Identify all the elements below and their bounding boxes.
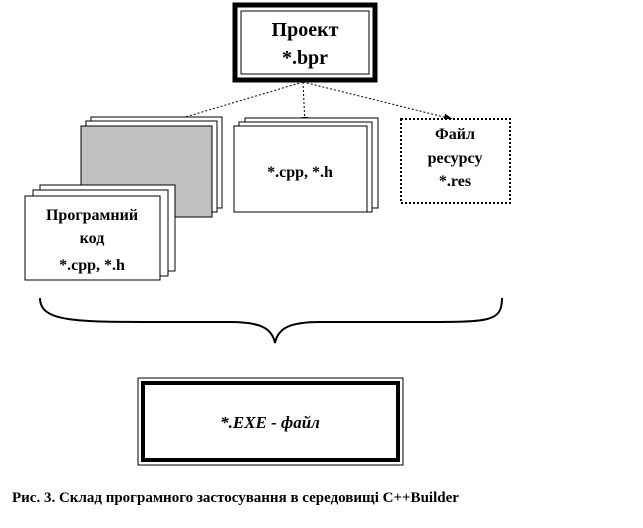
curly-brace	[39, 297, 503, 344]
program-code-line1: Програмний	[46, 207, 138, 224]
cpp-front-sheet	[233, 125, 368, 213]
resource-line3: *.res	[439, 173, 471, 190]
cpp-label: *.cpp, *.h	[267, 164, 333, 181]
figure-caption: Рис. 3. Склад програмного застосування в…	[12, 490, 459, 506]
resource-line2: ресурсу	[428, 150, 483, 167]
arrow-to-cpp	[301, 81, 309, 126]
program-code-stack: Програмний код *.cpp, *.h	[24, 184, 176, 281]
cpp-stack: *.cpp, *.h	[233, 117, 379, 213]
program-code-line2: код	[80, 230, 105, 247]
resource-box: Файл ресурсу *.res	[400, 118, 511, 204]
project-title: Проект	[272, 19, 339, 41]
program-code-line3: *.cpp, *.h	[59, 257, 125, 274]
resource-line1: Файл	[435, 126, 475, 143]
project-box: Проект *.bpr	[232, 2, 378, 83]
project-extension: *.bpr	[282, 47, 328, 69]
exe-label: *.EXE - файл	[220, 413, 320, 432]
exe-box: *.EXE - файл	[137, 377, 404, 466]
program-code-front-sheet	[24, 195, 161, 281]
arrow-to-resource	[302, 81, 453, 121]
